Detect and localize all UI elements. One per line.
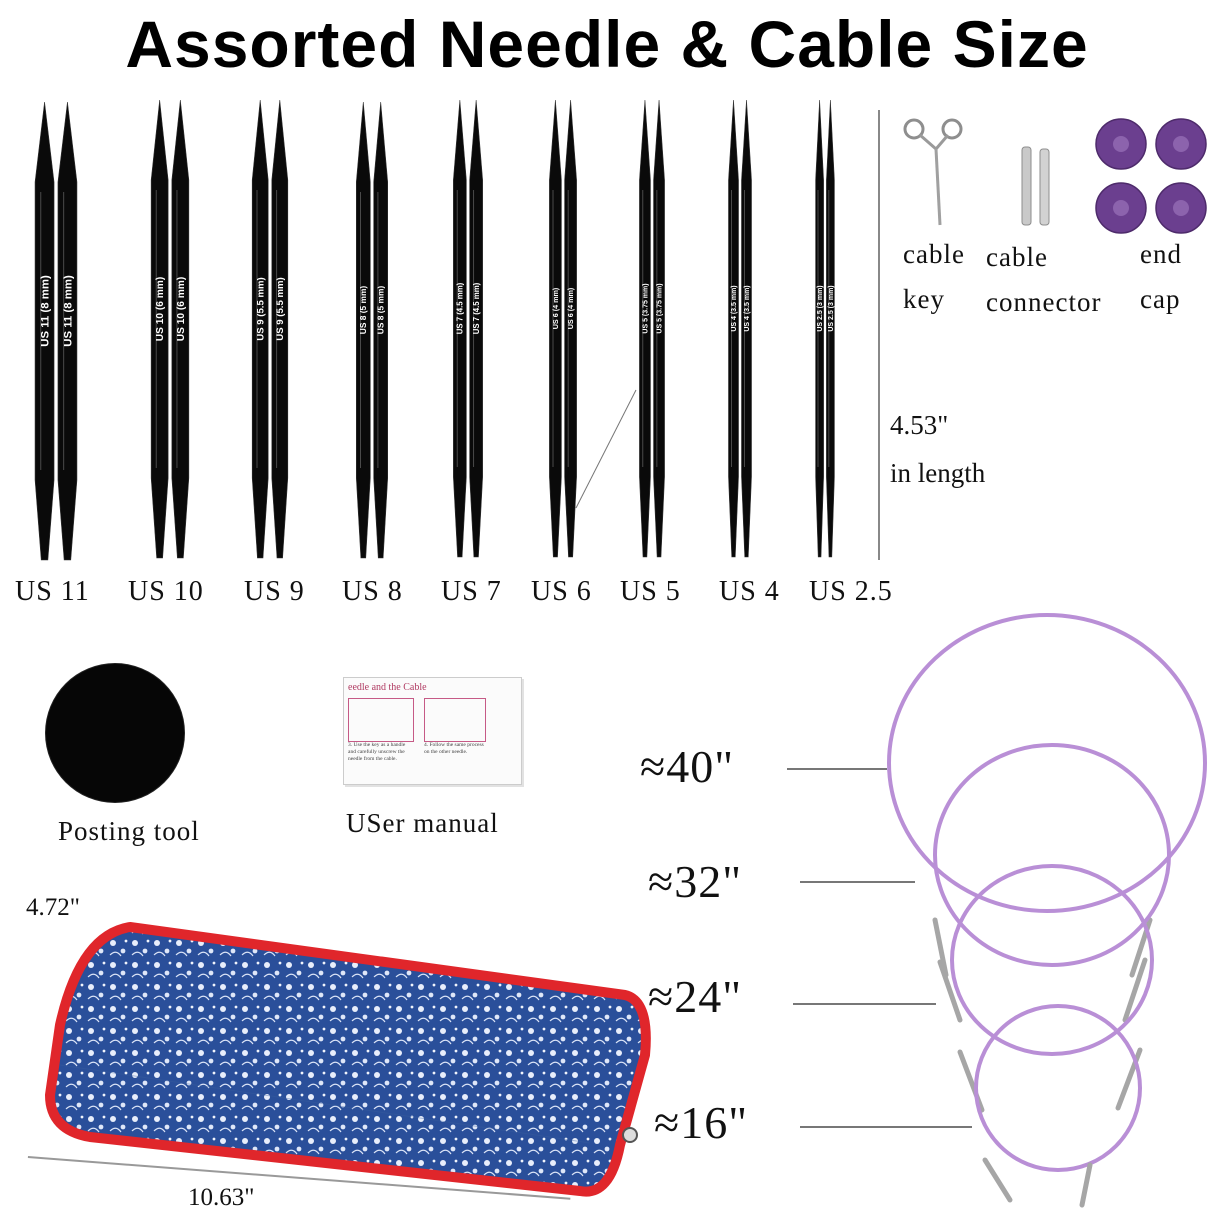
cable-key-label-2: key [903, 284, 945, 314]
end-cap-icon [1095, 118, 1207, 234]
needle-5-1 [564, 99, 577, 558]
user-manual-figure-4 [424, 698, 486, 742]
storage-case-image [45, 922, 651, 1197]
cable-key-label-1: cable [903, 239, 965, 269]
needle-size-mark-6-1: US 5 (3.75 mm) [657, 283, 664, 333]
cable-length-32: ≈32" [648, 856, 743, 907]
user-manual-label: USer manual [346, 808, 499, 838]
posting-tool-image [46, 664, 184, 802]
needle-size-mark-2-0: US 9 (5.5 mm) [256, 277, 267, 340]
needle-0-1 [57, 101, 78, 561]
cable-pointer-40 [787, 768, 887, 770]
needle-size-mark-7-0: US 4 (3.5 mm) [731, 285, 738, 331]
needle-length-value: 4.53" [890, 410, 949, 440]
case-width-label: 10.63" [188, 1184, 255, 1211]
cable-length-24: ≈24" [648, 971, 743, 1022]
cable-connector-tip-3-0 [982, 1157, 1013, 1203]
needle-size-mark-7-1: US 4 (3.5 mm) [744, 285, 751, 331]
needle-size-mark-8-0: US 2.5 (3 mm) [817, 285, 824, 331]
needle-length-line [878, 110, 880, 560]
cable-connector-tip-1-1 [1122, 957, 1148, 1023]
needle-size-mark-4-0: US 7 (4.5 mm) [456, 282, 465, 334]
needle-size-label-us8: US 8 [342, 576, 403, 607]
needle-size-label-us4: US 4 [719, 576, 780, 607]
page-title: Assorted Needle & Cable Size [125, 7, 1089, 81]
needle-size-mark-3-1: US 8 (5 mm) [376, 286, 386, 335]
needle-size-label-us6: US 6 [531, 576, 592, 607]
cable-connector-tip-1-0 [937, 959, 963, 1023]
needle-size-mark-1-0: US 10 (6 mm) [155, 277, 166, 342]
user-manual-step-3: 3. Use the key as a handle and carefully… [348, 742, 406, 762]
cable-length-40: ≈40" [640, 741, 735, 792]
case-height-label: 4.72" [26, 894, 80, 921]
cable-connector-label-1: cable [986, 242, 1048, 272]
needle-size-label-us11: US 11 [15, 576, 90, 607]
cable-loop-2 [950, 864, 1154, 1056]
cable-pointer-24 [793, 1003, 936, 1005]
needle-1-1 [171, 99, 190, 559]
needle-size-label-us5: US 5 [620, 576, 681, 607]
cable-length-16: ≈16" [654, 1097, 749, 1148]
needle-size-mark-5-1: US 6 (4 mm) [566, 287, 575, 329]
needle-4-0 [453, 99, 467, 558]
cable-key-icon [903, 118, 963, 226]
user-manual-image: eedle and the Cable 3. Use the key as a … [343, 677, 522, 785]
needle-size-mark-6-0: US 5 (3.75 mm) [642, 283, 649, 333]
user-manual-figure-3 [348, 698, 414, 742]
cable-connector-tip-0-0 [932, 917, 949, 978]
needle-2-1 [271, 99, 289, 559]
needle-6-0 [639, 99, 651, 558]
end-cap-label-1: end [1140, 239, 1182, 269]
needle-size-mark-3-0: US 8 (5 mm) [358, 286, 368, 335]
needle-size-mark-8-1: US 2.5 (3 mm) [828, 285, 835, 331]
needle-0-0 [34, 101, 55, 561]
user-manual-heading: eedle and the Cable [348, 682, 427, 693]
needle-size-mark-1-1: US 10 (6 mm) [176, 277, 187, 342]
cable-connector-icon [1021, 146, 1050, 226]
needle-2-0 [251, 99, 269, 559]
needle-size-mark-0-1: US 11 (8 mm) [62, 275, 74, 347]
needle-1-0 [150, 99, 169, 559]
needle-length-caption: in length [890, 458, 986, 488]
needle-4-1 [469, 99, 483, 558]
end-cap-label-2: cap [1140, 284, 1181, 314]
cable-loop-1 [933, 743, 1171, 967]
needle-pointer-line [575, 389, 637, 509]
needle-size-mark-0-0: US 11 (8 mm) [40, 275, 52, 347]
cable-connector-label-2: connector [986, 287, 1102, 317]
needle-3-0 [356, 101, 371, 559]
needle-size-label-us7: US 7 [441, 576, 502, 607]
needle-size-mark-2-1: US 9 (5.5 mm) [275, 277, 286, 340]
cable-connector-tip-3-1 [1079, 1162, 1093, 1208]
needle-3-1 [373, 101, 388, 559]
needle-size-mark-4-1: US 7 (4.5 mm) [472, 282, 481, 334]
needle-6-1 [653, 99, 665, 558]
needle-size-label-us2-5: US 2.5 [809, 576, 893, 607]
cable-loop-0 [887, 613, 1207, 913]
posting-tool-label: Posting tool [58, 816, 200, 846]
cable-pointer-32 [800, 881, 915, 883]
needle-size-label-us10: US 10 [128, 576, 204, 607]
needle-size-label-us9: US 9 [244, 576, 305, 607]
needle-5-0 [549, 99, 562, 558]
cable-loop-3 [974, 1004, 1142, 1172]
user-manual-step-4: 4. Follow the same process on the other … [424, 742, 484, 755]
cable-pointer-16 [800, 1126, 972, 1128]
needle-size-mark-5-0: US 6 (4 mm) [551, 287, 560, 329]
